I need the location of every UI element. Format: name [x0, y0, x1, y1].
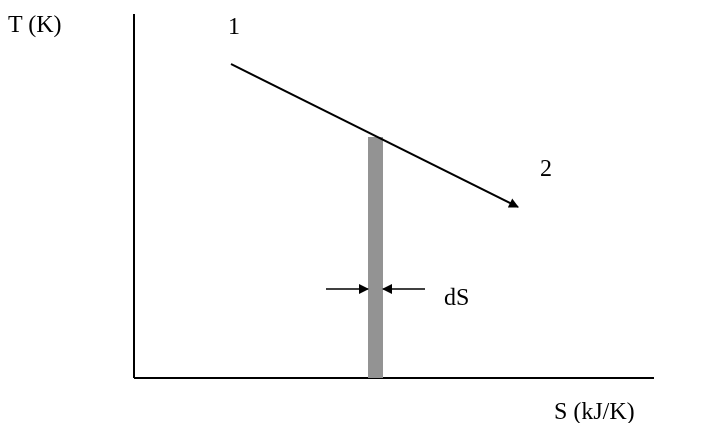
state-1-label: 1: [228, 14, 240, 40]
y-axis-label: T (K): [8, 12, 62, 38]
entropy-strip: [368, 137, 383, 378]
ds-label: dS: [444, 285, 469, 311]
state-2-label: 2: [540, 156, 552, 182]
process-line: [230, 63, 519, 208]
x-axis-label: S (kJ/K): [554, 399, 635, 423]
